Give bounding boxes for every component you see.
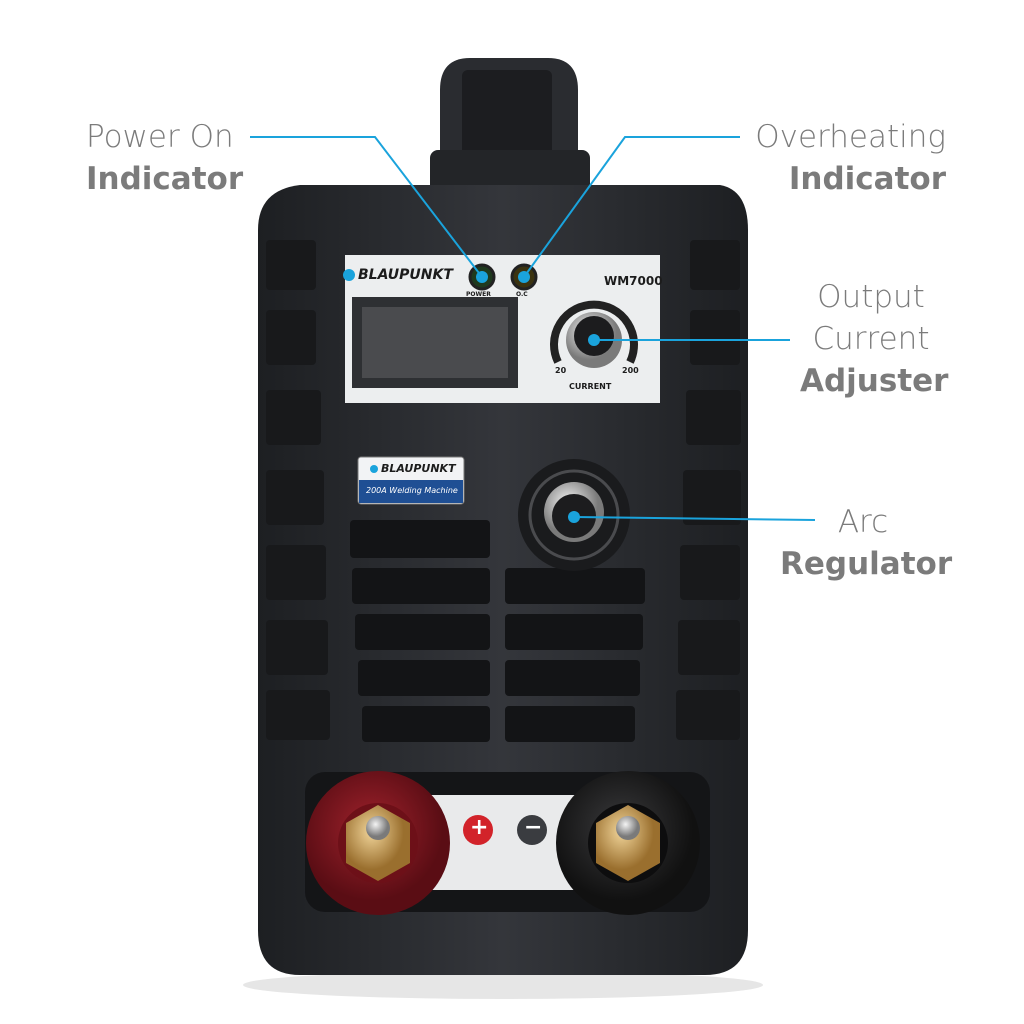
callout-output-current-adjuster: Output Current Adjuster	[800, 276, 949, 402]
callout-line2: Regulator	[780, 546, 953, 582]
scale-min: 20	[555, 366, 567, 375]
brand-dot	[343, 269, 355, 281]
plus-symbol-bg	[463, 815, 493, 845]
callout-line1: Output	[817, 279, 925, 315]
minus-symbol: −	[524, 815, 543, 840]
power-label: POWER	[466, 291, 491, 298]
leader-lines	[250, 136, 816, 521]
plus-symbol: +	[470, 815, 489, 840]
current-label: CURRENT	[569, 382, 612, 391]
shadow	[243, 971, 763, 999]
callout-line1: Power On	[86, 119, 234, 155]
front-vents	[350, 520, 645, 742]
oc-label: O.C	[516, 291, 528, 298]
scale-max: 200	[622, 366, 639, 375]
callout-line2: Indicator	[86, 161, 244, 197]
callout-line2: Indicator	[788, 161, 946, 197]
callout-line1: Overheating	[755, 119, 946, 155]
side-vents	[266, 240, 741, 740]
panel-brand: BLAUPUNKT	[358, 267, 453, 283]
badge-brand: BLAUPUNKT	[381, 462, 456, 475]
callout-line1: Arc	[837, 504, 889, 540]
minus-symbol-bg	[517, 815, 547, 845]
callout-line2: Current	[812, 321, 930, 357]
callout-overheating-indicator: Overheating Indicator	[755, 116, 946, 200]
badge-subtitle: 200A Welding Machine	[366, 486, 458, 495]
model-number: WM7000	[604, 274, 663, 288]
callout-power-on-indicator: Power On Indicator	[86, 116, 243, 200]
callout-line3: Adjuster	[800, 363, 949, 399]
callout-arc-regulator: Arc Regulator	[780, 501, 953, 585]
